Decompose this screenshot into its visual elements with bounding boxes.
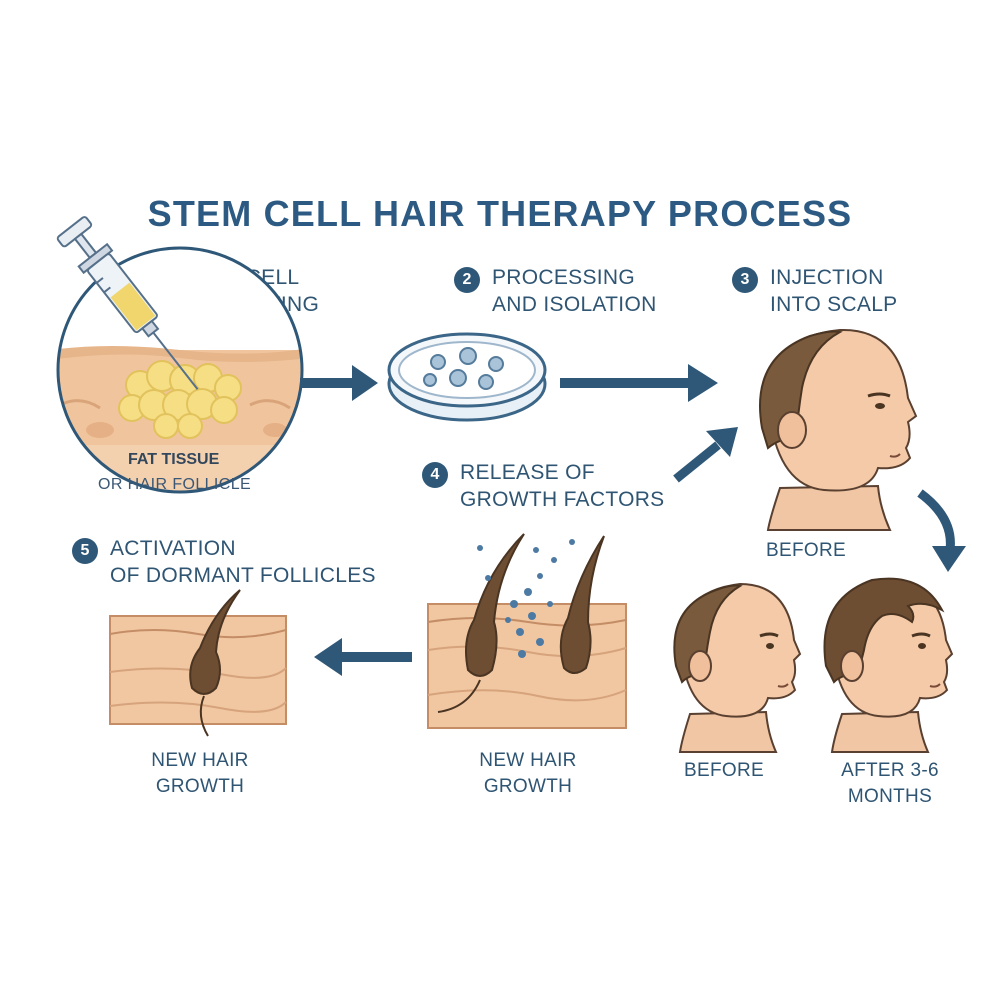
new-hair-left-caption: NEW HAIR GROWTH xyxy=(151,750,249,797)
step-5-badge: 5 xyxy=(72,538,98,564)
step-5: 5 ACTIVATION OF DORMANT FOLLICLES xyxy=(72,535,376,589)
step-2-label: PROCESSING AND ISOLATION xyxy=(492,266,657,316)
head-profile-icon xyxy=(823,577,954,753)
head-profile-icon xyxy=(673,582,802,753)
step-3: 3 INJECTION INTO SCALP xyxy=(732,264,897,318)
fat-tissue-icon xyxy=(56,216,304,494)
hair-follicle-caption: OR HAIR FOLLICLE xyxy=(98,476,252,493)
arrow-icon xyxy=(673,427,738,483)
head-profile-icon xyxy=(759,328,918,531)
step-2-badge: 2 xyxy=(454,267,480,293)
fat-tissue-caption: FAT TISSUE xyxy=(128,451,220,468)
arrow-icon xyxy=(917,489,966,572)
skin-follicle-icon xyxy=(427,533,627,729)
arrow-icon xyxy=(314,638,412,676)
skin-follicle-icon xyxy=(109,589,287,737)
arrow-icon xyxy=(560,364,718,402)
petri-dish-icon xyxy=(387,332,547,422)
after-caption: AFTER 3-6 MONTHS xyxy=(841,760,939,807)
step-3-label: INJECTION INTO SCALP xyxy=(770,266,898,316)
arrow-icon xyxy=(300,365,378,401)
step-3-badge: 3 xyxy=(732,267,758,293)
before-bottom-caption: BEFORE xyxy=(684,760,764,781)
new-hair-middle-caption: NEW HAIR GROWTH xyxy=(479,750,577,797)
step-2: 2 PROCESSING AND ISOLATION xyxy=(454,264,657,318)
step-4: 4 RELEASE OF GROWTH FACTORS xyxy=(422,459,664,513)
step-5-label: ACTIVATION OF DORMANT FOLLICLES xyxy=(110,537,376,587)
step-4-badge: 4 xyxy=(422,462,448,488)
page-title: STEM CELL HAIR THERAPY PROCESS xyxy=(147,193,853,234)
before-top-caption: BEFORE xyxy=(766,540,846,561)
step-4-label: RELEASE OF GROWTH FACTORS xyxy=(460,461,665,511)
